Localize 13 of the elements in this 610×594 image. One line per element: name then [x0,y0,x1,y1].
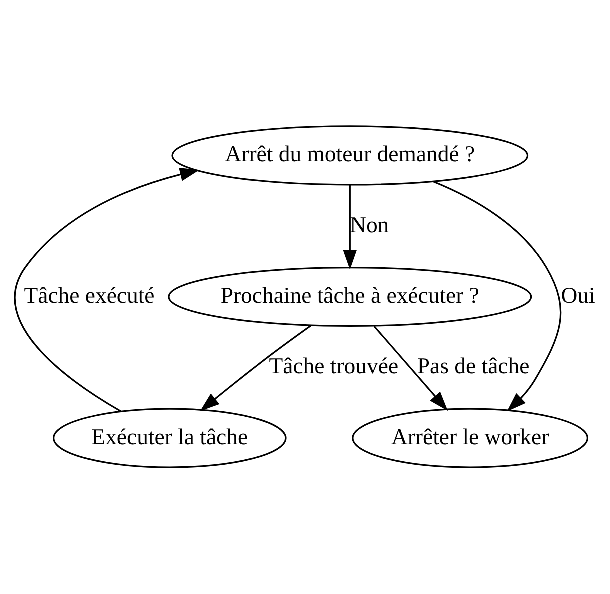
arrow [14,168,200,412]
arrow [343,185,357,270]
node-ellipse: Exécuter la tâche [53,408,287,468]
arrow [433,181,562,412]
node-ellipse: Arrêt du moteur demandé ? [172,126,529,186]
edge-label: Tâche exécuté [24,283,155,308]
arrow [374,326,448,412]
edge-label: Pas de tâche [417,354,530,379]
arrow [200,325,312,412]
edge-label: Oui [561,283,596,308]
edge-label: Tâche trouvée [269,354,399,379]
node-ellipse: Arrêter le worker [352,408,588,468]
node-ellipse: Prochaine tâche à exécuter ? [168,266,532,328]
